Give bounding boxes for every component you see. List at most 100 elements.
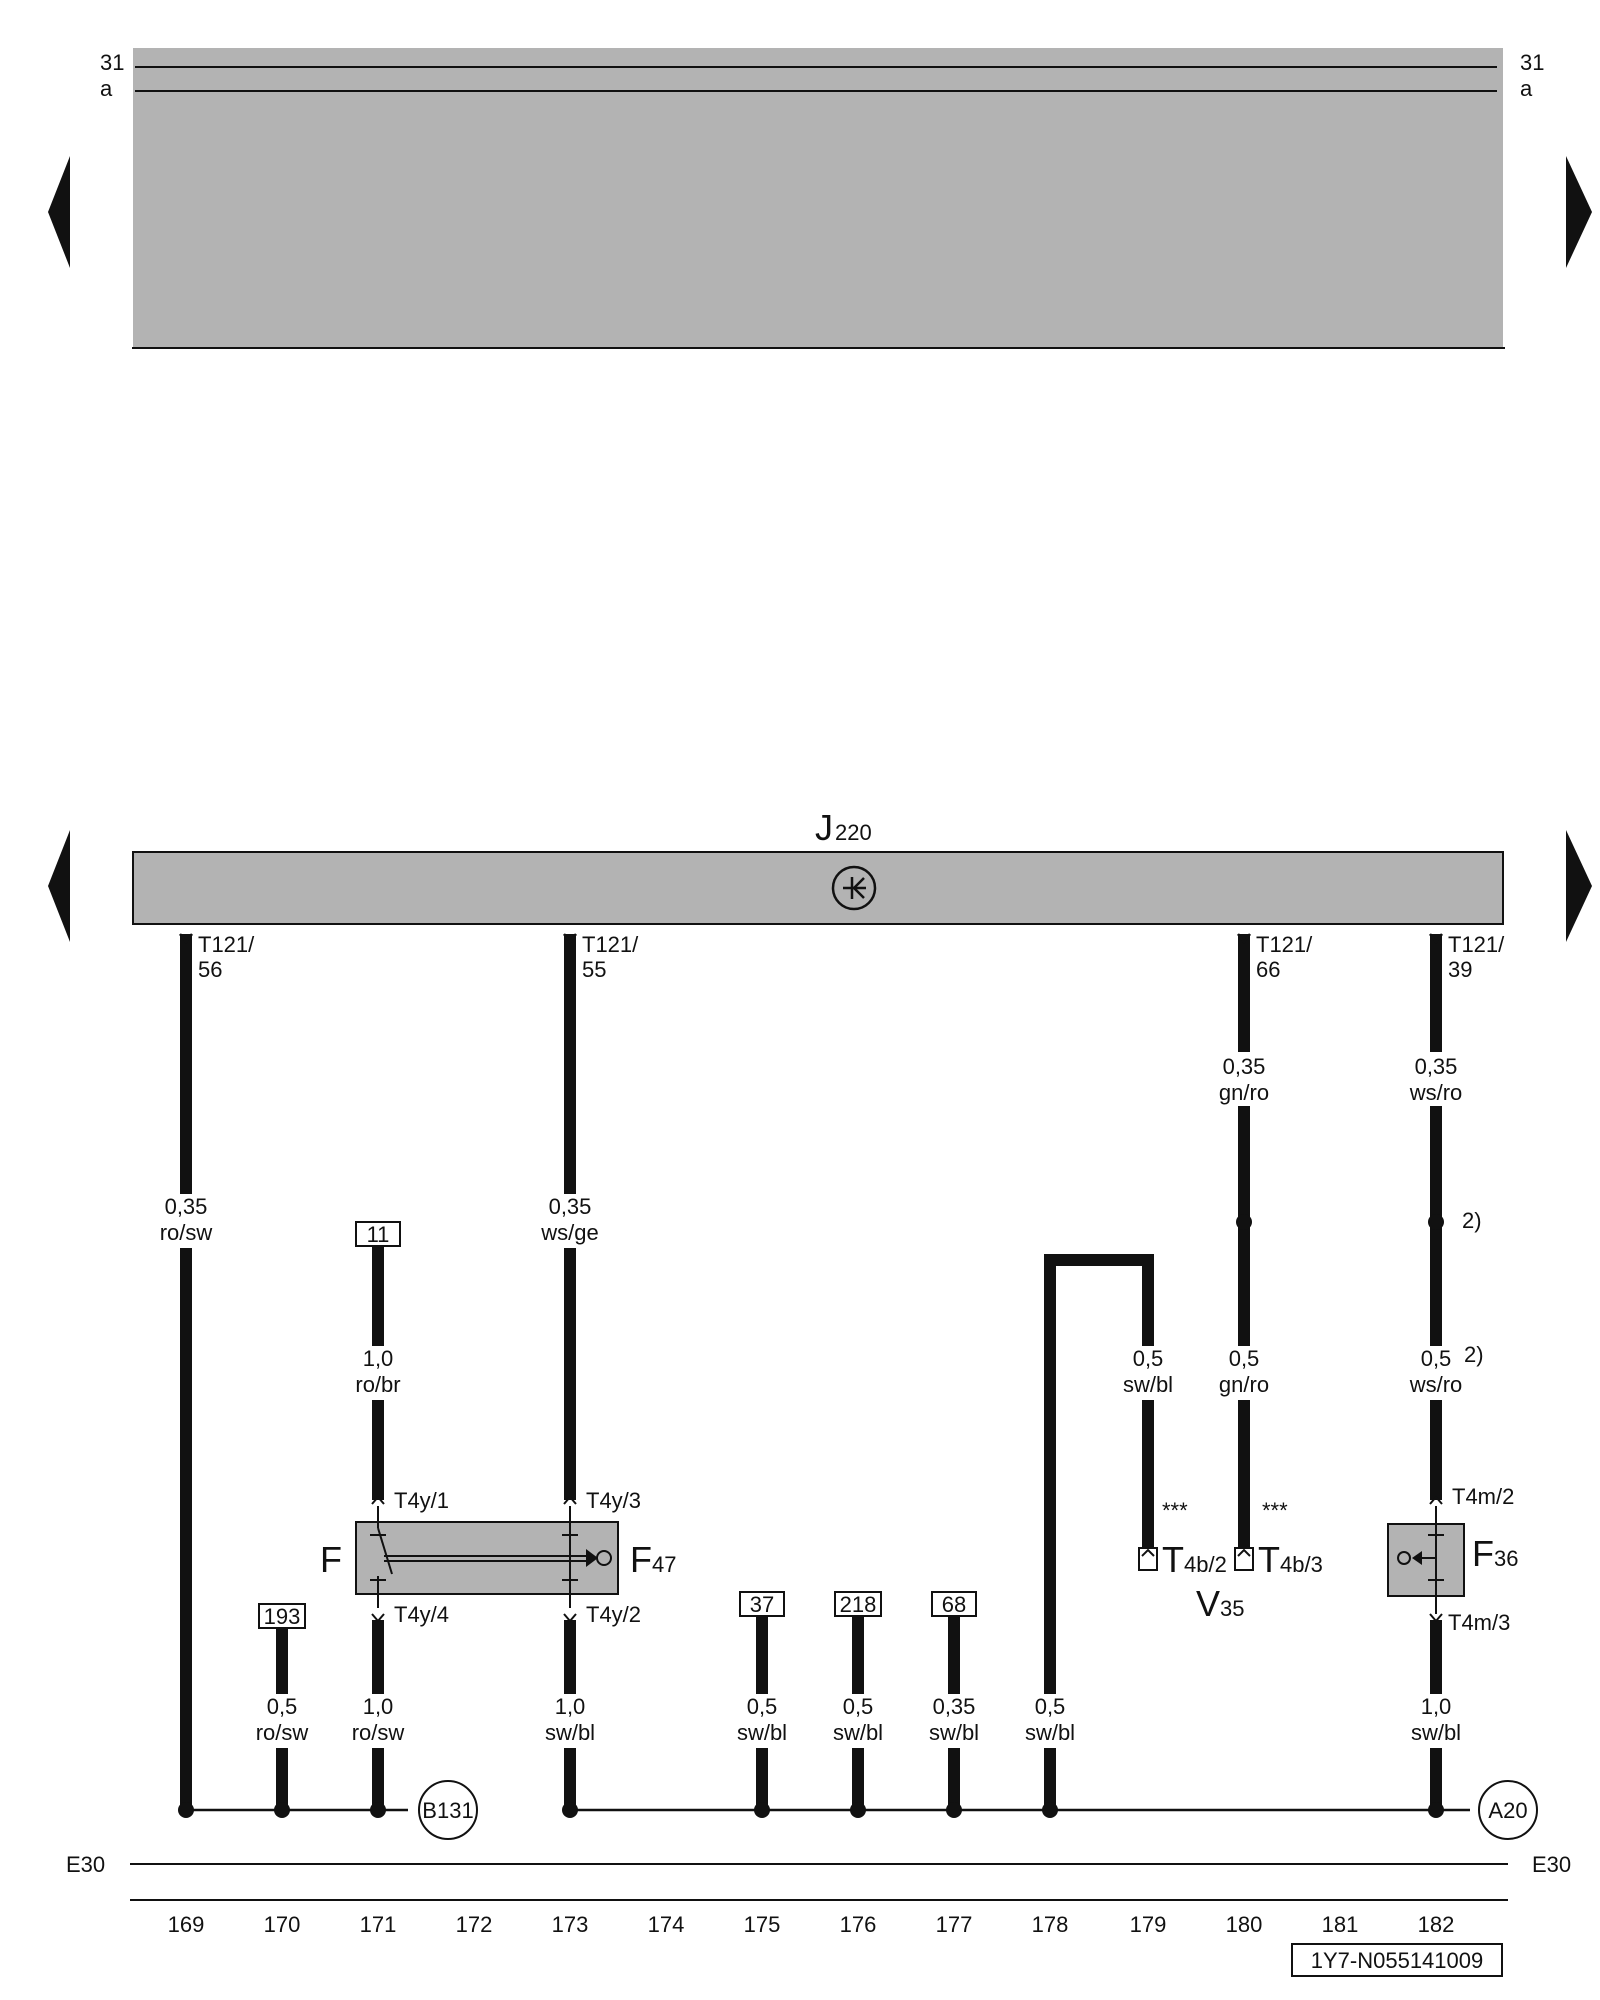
conn-t4m3: T4m/3	[1448, 1610, 1510, 1635]
conn-t4y4: T4y/4	[394, 1602, 449, 1627]
wire-gauge: 0,5	[1133, 1346, 1164, 1371]
footnote-stars-179: ***	[1162, 1498, 1188, 1523]
wire-color: ws/ro	[1409, 1372, 1463, 1397]
ground-point-b131-label: B131	[422, 1798, 473, 1823]
ref-box-11: 11	[367, 1222, 390, 1247]
wire-color: sw/bl	[545, 1720, 595, 1745]
wire-gauge: 0,5	[1421, 1346, 1452, 1371]
component-label-v35: V35	[1196, 1583, 1245, 1624]
bus-label-right: E30	[1532, 1852, 1571, 1877]
pin-label-173: T121/	[582, 932, 639, 957]
wire-color: ro/sw	[352, 1720, 405, 1745]
wire-178-179-loop	[1044, 1254, 1154, 1694]
splice-dot-182	[1428, 1214, 1444, 1230]
track-number: 174	[648, 1912, 685, 1937]
conn-t4y2: T4y/2	[586, 1602, 641, 1627]
track-number: 177	[936, 1912, 973, 1937]
electronic-symbol-icon	[831, 865, 877, 911]
pin-label-169: T121/	[198, 932, 255, 957]
wire-gauge: 0,5	[1035, 1694, 1066, 1719]
ground-nodes	[178, 1802, 1444, 1818]
top-unit-box	[133, 48, 1503, 348]
conn-t4m2: T4m/2	[1452, 1484, 1514, 1509]
switch-f36-plunger-icon	[1397, 1551, 1411, 1565]
wire-color: ro/sw	[256, 1720, 309, 1745]
bus-label-left: E30	[66, 1852, 105, 1877]
ref-box-68: 68	[942, 1592, 966, 1617]
pin-label-182: T121/	[1448, 932, 1505, 957]
wire-color: ro/sw	[160, 1220, 213, 1245]
track-number: 169	[168, 1912, 205, 1937]
wire-gauge: 0,5	[267, 1694, 298, 1719]
track-number: 181	[1322, 1912, 1359, 1937]
track-numbers: 169 170 171 172 173 174 175 176 177 178 …	[168, 1912, 1455, 1937]
wire-color: ws/ro	[1409, 1080, 1463, 1105]
wire-color: ws/ge	[540, 1220, 598, 1245]
wire-gauge: 0,35	[549, 1194, 592, 1219]
switch-f36: F36 T4m/2 T4m/3	[1387, 1484, 1518, 1635]
wire-gauge: 0,35	[1415, 1054, 1458, 1079]
ground-point-a20-label: A20	[1488, 1798, 1527, 1823]
conn-t4b3: T4b/3	[1258, 1539, 1323, 1580]
wire-color: sw/bl	[1025, 1720, 1075, 1745]
ground-point-b131	[418, 1780, 478, 1840]
top-section: 31 a 31 a	[48, 48, 1592, 349]
wire-gauge: 1,0	[555, 1694, 586, 1719]
doc-id: 1Y7-N055141009	[1311, 1948, 1483, 1973]
track-number: 171	[360, 1912, 397, 1937]
pin-num-182: 39	[1448, 957, 1472, 982]
track-number: 178	[1032, 1912, 1069, 1937]
wire-gauge: 1,0	[363, 1694, 394, 1719]
wire-gauge: 1,0	[1421, 1694, 1452, 1719]
ground-point-a20	[1478, 1780, 1538, 1840]
nav-right-arrow-top[interactable]	[1566, 156, 1592, 268]
conn-t4y1: T4y/1	[394, 1488, 449, 1513]
wire-color: gn/ro	[1219, 1080, 1269, 1105]
track-number: 173	[552, 1912, 589, 1937]
rail-label-right-31: 31	[1520, 50, 1544, 75]
pin-label-180: T121/	[1256, 932, 1313, 957]
footnote-2-upper: 2)	[1462, 1208, 1482, 1233]
footnote-stars-180: ***	[1262, 1498, 1288, 1523]
conn-t4y3: T4y/3	[586, 1488, 641, 1513]
pin-num-180: 66	[1256, 957, 1280, 982]
pin-num-173: 55	[582, 957, 606, 982]
pin-labels: T121/ 56 T121/ 55 T121/ 66 T121/ 39	[198, 932, 1505, 982]
wire-gauge: 1,0	[363, 1346, 394, 1371]
nav-right-arrow-bottom[interactable]	[1566, 830, 1592, 942]
unit-designator: J220	[815, 807, 872, 848]
reference-boxes: 11 193 37 218 68	[258, 1221, 977, 1629]
switch-plunger-icon	[596, 1550, 612, 1566]
nav-left-arrow-top[interactable]	[48, 156, 70, 268]
ground-bus: B131 A20 E30 E30	[66, 1780, 1571, 1901]
wire-gauge: 0,5	[747, 1694, 778, 1719]
pin-num-169: 56	[198, 957, 222, 982]
ref-box-218: 218	[840, 1592, 877, 1617]
splice-dot-180	[1236, 1214, 1252, 1230]
wire-gauge: 0,35	[165, 1194, 208, 1219]
wire-color: gn/ro	[1219, 1372, 1269, 1397]
rail-label-right-a: a	[1520, 76, 1533, 101]
switch-body	[355, 1521, 619, 1595]
track-number: 182	[1418, 1912, 1455, 1937]
ref-box-193: 193	[264, 1604, 301, 1629]
unit-box	[132, 851, 1504, 925]
wire-gauge: 0,5	[1229, 1346, 1260, 1371]
rail-label-left-31: 31	[100, 50, 124, 75]
doc-id-box	[1291, 1943, 1503, 1977]
track-number: 179	[1130, 1912, 1167, 1937]
nav-left-arrow-bottom[interactable]	[48, 830, 70, 942]
wire-color: sw/bl	[833, 1720, 883, 1745]
wire-color: ro/br	[355, 1372, 400, 1397]
wire-color: sw/bl	[737, 1720, 787, 1745]
wire-labels: 0,35 ro/sw 0,35 ws/ge 0,35 gn/ro 0,35 ws…	[160, 1054, 1463, 1745]
track-number: 180	[1226, 1912, 1263, 1937]
pin-arrows	[179, 933, 1443, 945]
component-v35: T4b/2 T4b/3 V35	[1138, 1539, 1323, 1624]
conn-t4b2: T4b/2	[1162, 1539, 1227, 1580]
wire-gauge: 0,35	[1223, 1054, 1266, 1079]
ref-box-37: 37	[750, 1592, 774, 1617]
wire-gauge: 0,5	[843, 1694, 874, 1719]
switch-label-f36: F36	[1472, 1533, 1518, 1574]
